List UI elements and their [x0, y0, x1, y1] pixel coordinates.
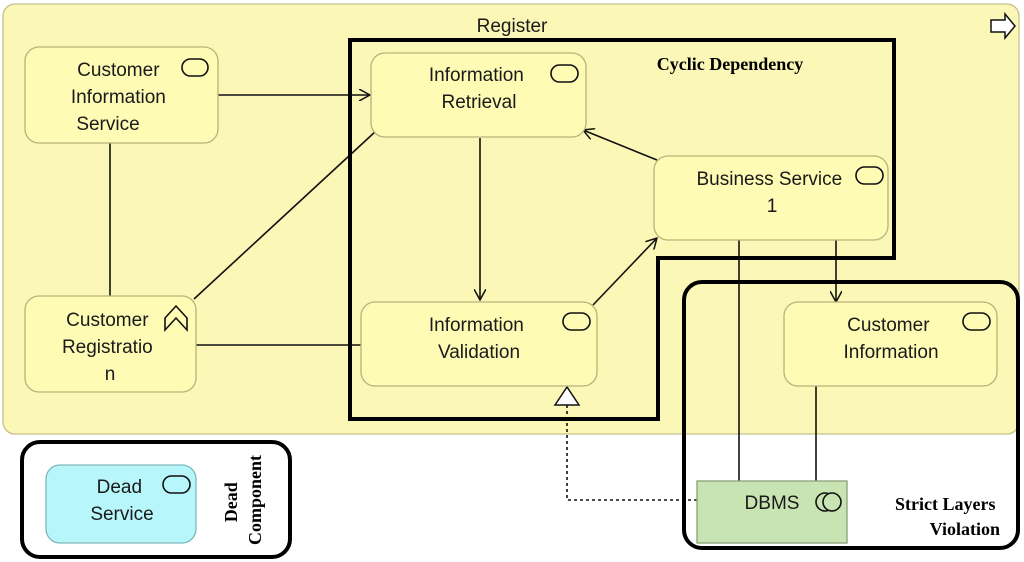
- node-label-line: Information: [71, 87, 166, 108]
- svg-text:Information Retrieval: Information Retrieval: [429, 65, 529, 113]
- node-label-line: 1: [767, 196, 778, 217]
- cyclic-dependency-frame: [348, 38, 896, 421]
- node-label-line: Service: [76, 114, 139, 135]
- svg-text:Information Validation: Information Validation: [429, 315, 529, 363]
- node-information-validation[interactable]: Information Validation: [360, 301, 598, 387]
- node-customer-information[interactable]: Customer Information: [783, 301, 998, 387]
- dead-component-label: Dead Component: [221, 455, 265, 545]
- strict-layers-violation-frame: [682, 280, 1020, 550]
- node-label-line: Information: [843, 342, 938, 363]
- service-icon: [550, 64, 579, 83]
- node-label-line: Business Service: [696, 169, 842, 190]
- component-icon: [815, 492, 842, 512]
- realization-dbms-to-validation[interactable]: [566, 405, 697, 501]
- node-dbms[interactable]: DBMS: [696, 480, 848, 544]
- node-label-line: Service: [90, 504, 153, 525]
- svg-text:Customer Information: Customer Information: [843, 315, 938, 363]
- strict-layers-violation-label: Strict Layers Violation: [895, 494, 1000, 539]
- node-label-line: Dead: [97, 477, 142, 498]
- node-label-line: n: [105, 364, 116, 385]
- node-label-line: Validation: [438, 342, 520, 363]
- function-icon: [164, 304, 188, 333]
- node-customer-information-service[interactable]: Customer Information Service: [24, 46, 219, 144]
- node-label-line: Information: [429, 65, 524, 86]
- dead-component-frame: [20, 440, 292, 559]
- node-label-line: DBMS: [745, 493, 800, 514]
- register-group[interactable]: Register: [2, 3, 1020, 435]
- node-label-line: Retrieval: [442, 92, 517, 113]
- node-label-line: Information: [429, 315, 524, 336]
- service-icon: [162, 475, 191, 494]
- link-registration-to-retrieval[interactable]: [193, 130, 377, 300]
- flow-validation-to-business[interactable]: [592, 238, 657, 306]
- hollow-arrow-icon: [990, 11, 1016, 41]
- node-information-retrieval[interactable]: Information Retrieval: [370, 52, 587, 138]
- node-business-service-1[interactable]: Business Service 1: [653, 155, 889, 241]
- service-icon: [562, 312, 591, 331]
- node-label-line: Customer: [847, 315, 930, 336]
- service-icon: [855, 166, 884, 185]
- svg-text:Customer Registratio: Customer Registratio n: [62, 310, 158, 385]
- realization-arrowhead-icon: [553, 385, 581, 406]
- svg-text:Customer Information: Customer Information Service: [71, 60, 171, 135]
- connectors: [109, 95, 836, 501]
- node-customer-registration[interactable]: Customer Registratio n: [24, 295, 197, 393]
- flow-business-to-retrieval[interactable]: [583, 130, 658, 161]
- cyclic-dependency-label: Cyclic Dependency: [657, 54, 803, 74]
- node-dead-service[interactable]: Dead Service: [45, 464, 197, 544]
- service-icon: [962, 312, 991, 331]
- group-title: Register: [477, 16, 548, 37]
- service-icon: [181, 58, 209, 77]
- node-label-line: Registratio: [62, 337, 153, 358]
- svg-text:Business Service 1: Business Service 1: [696, 169, 847, 217]
- svg-text:Dead Service: Dead Service: [90, 477, 153, 525]
- node-label-line: Customer: [66, 310, 149, 331]
- node-label-line: Customer: [77, 60, 160, 81]
